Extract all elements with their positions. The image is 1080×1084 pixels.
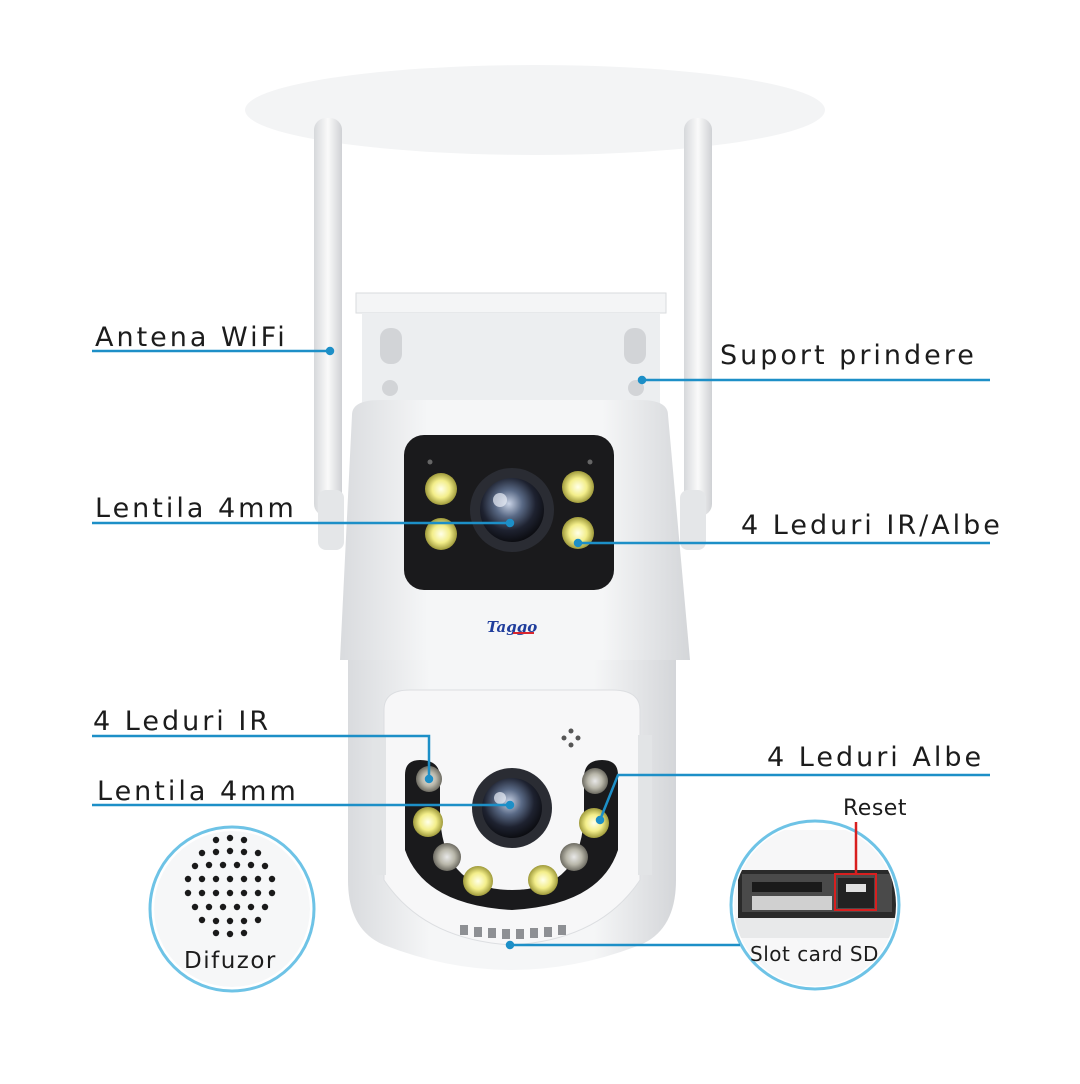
sd-slot-detail-circle [729, 819, 901, 991]
label-leds-ir-white: 4 Leduri IR/Albe [741, 510, 1003, 541]
label-leds-white: 4 Leduri Albe [767, 742, 985, 773]
lower-body [348, 660, 676, 970]
mount-bracket [355, 292, 667, 405]
label-mount-bracket: Suport prindere [720, 340, 977, 371]
label-antenna-wifi: Antena WiFi [95, 322, 288, 353]
label-lens-bottom: Lentila 4mm [97, 776, 299, 807]
label-lens-top: Lentila 4mm [95, 493, 297, 524]
callout-lines [92, 346, 990, 950]
label-sd-slot: Slot card SD [750, 942, 879, 966]
antenna-left [314, 118, 344, 550]
label-leds-ir: 4 Leduri IR [93, 706, 272, 737]
speaker-grille-icon [184, 834, 276, 938]
speaker-detail-circle [148, 825, 316, 993]
label-reset: Reset [843, 796, 907, 821]
label-speaker: Difuzor [184, 948, 277, 974]
backdrop-shadow [245, 65, 825, 155]
upper-body [340, 400, 690, 660]
antenna-right [680, 118, 712, 550]
brand-logo: Taggo [487, 618, 537, 636]
